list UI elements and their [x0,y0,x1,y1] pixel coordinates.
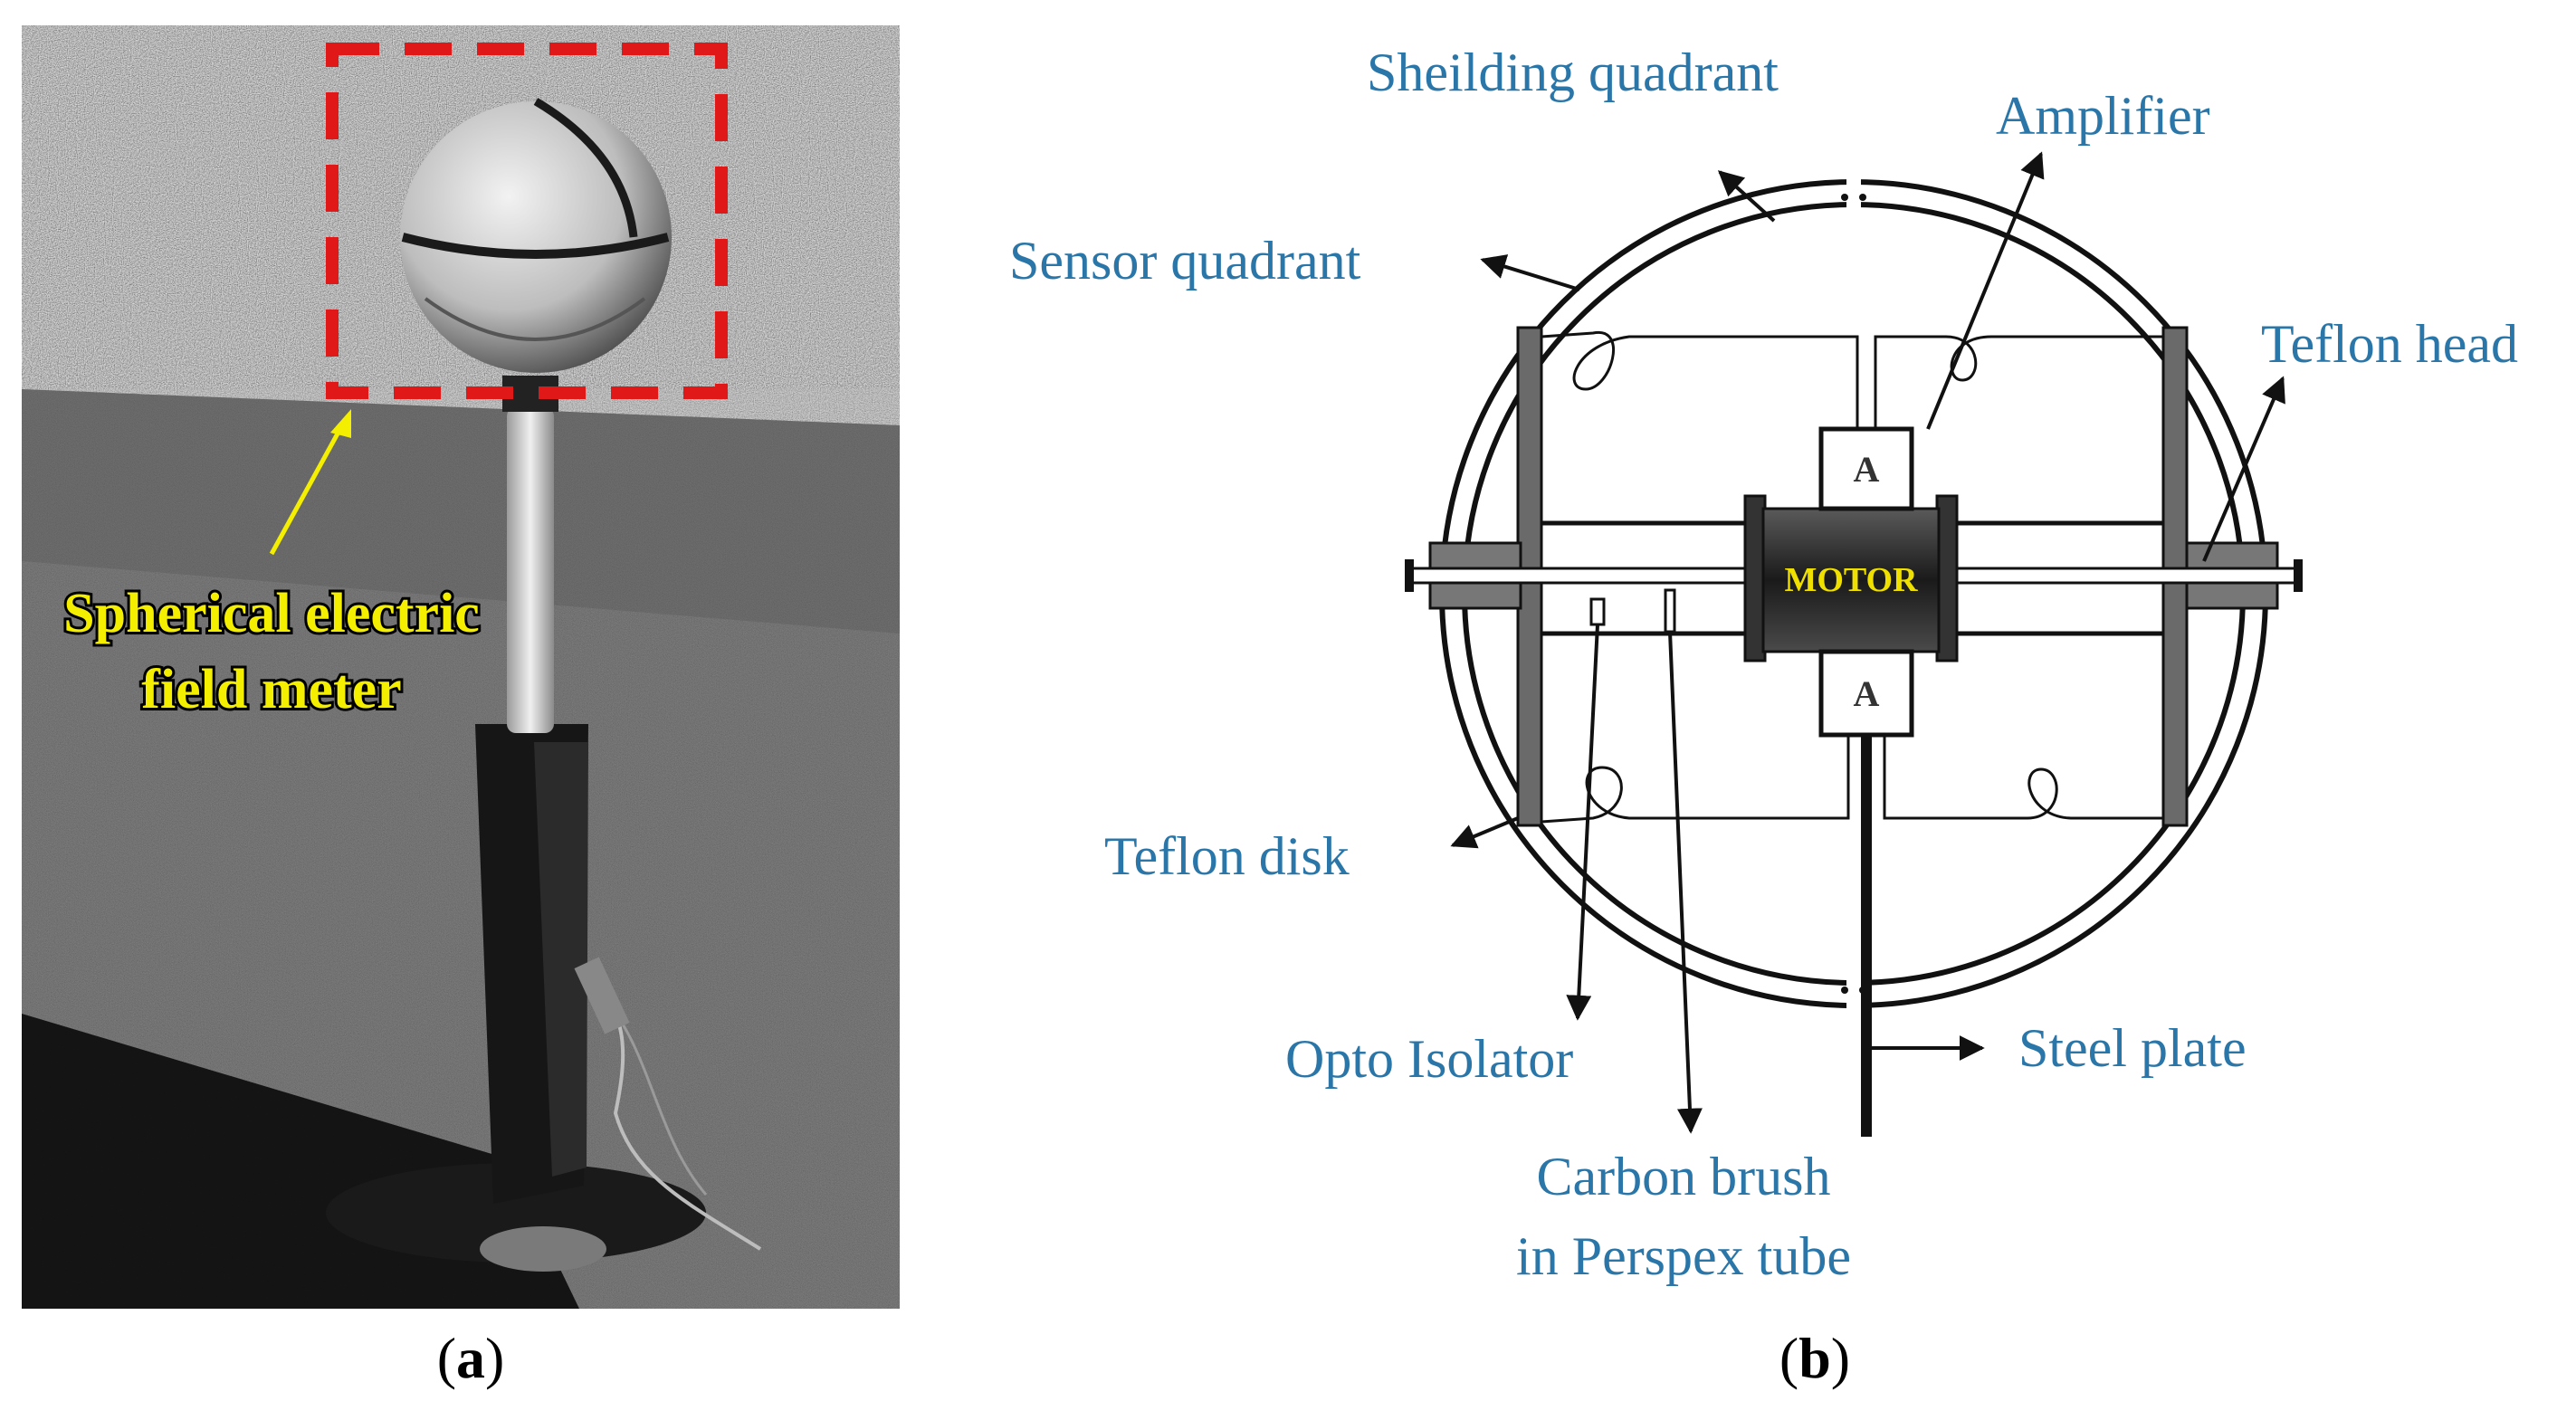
meter-label-line2: field meter [141,659,401,720]
caption-a: (a) [437,1326,505,1390]
leader-lines [1450,151,2285,1134]
label-carbon-brush-line2: in Perspex tube [1516,1226,1851,1286]
annotation-arrow [269,409,351,556]
motor-block [1761,507,1941,653]
label-steel-plate: Steel plate [2018,1018,2247,1078]
caption-b: (b) [1779,1326,1850,1390]
label-sensor-quadrant: Sensor quadrant [1009,231,1361,291]
meter-label-line1: Spherical electric [63,583,480,644]
panel-a: Spherical electric field meter (a) [22,25,900,1390]
spherical-meter-image [400,98,672,373]
photo [22,25,900,1309]
label-teflon-head: Teflon head [2261,314,2518,374]
label-teflon-disk: Teflon disk [1104,826,1350,886]
label-shielding-quadrant: Sheilding quadrant [1367,43,1779,102]
meter-label: Spherical electric field meter [61,580,482,723]
meter-schematic: MOTOR A A [1405,177,2303,1137]
amplifier-top-letter: A [1854,449,1880,490]
label-carbon-brush-line1: Carbon brush [1537,1147,1831,1206]
amplifier-bottom [1818,649,1914,738]
label-amplifier: Amplifier [1996,86,2210,146]
panel-b: MOTOR A A Sheilding quadrant Amplifier S… [1009,43,2518,1390]
amplifier-bottom-letter: A [1854,673,1880,714]
motor-label: MOTOR [1784,561,1918,599]
steel-plate [1861,735,1872,1137]
label-opto-isolator: Opto Isolator [1285,1029,1573,1089]
amplifier-top [1818,426,1914,511]
